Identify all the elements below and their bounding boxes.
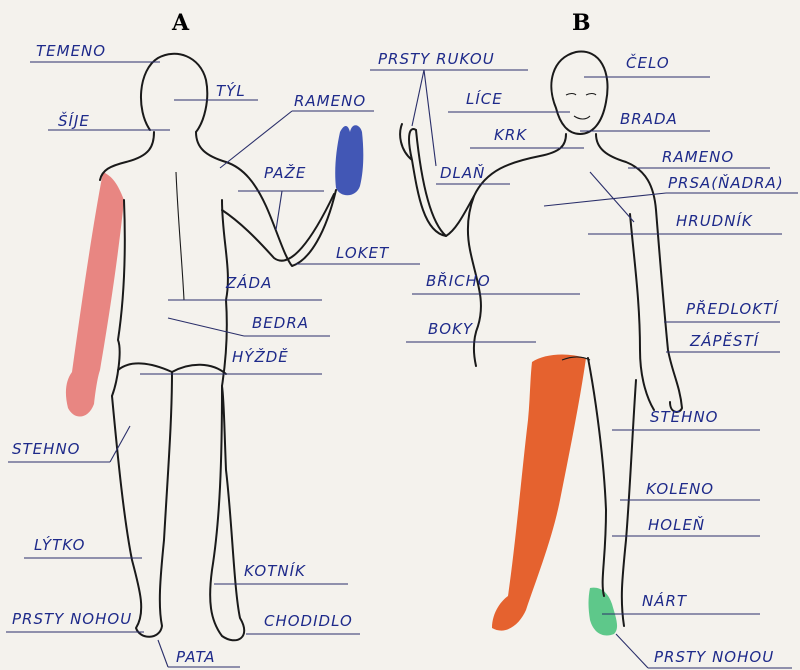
- label-tyl: TÝL: [216, 81, 246, 100]
- label-lytko: LÝTKO: [34, 535, 86, 554]
- label-holen: HOLEŇ: [648, 515, 705, 534]
- highlighted-arm-red: [66, 172, 124, 417]
- label-zada: ZÁDA: [225, 273, 272, 292]
- figure-a-right-leg: [112, 372, 172, 637]
- label-zapesti: ZÁPĚSTÍ: [689, 331, 760, 350]
- figure-a-left-side: [222, 200, 228, 386]
- figure-a-spine: [176, 172, 184, 300]
- label-sije: ŠÍJE: [58, 111, 90, 130]
- label-temeno: TEMENO: [36, 42, 106, 60]
- figure-a-left-leg: [210, 386, 244, 640]
- leader-prsa: [544, 193, 666, 206]
- label-prsa: PRSA(ŇADRA): [668, 173, 784, 192]
- figure-b-right-leg: [588, 358, 606, 596]
- label-brada: BRADA: [620, 110, 678, 128]
- label-kotnik: KOTNÍK: [244, 561, 306, 580]
- label-dlan: DLAŇ: [440, 163, 485, 182]
- label-hyzde: HÝŽDĚ: [232, 347, 289, 366]
- figure-a-left-inner-arm: [222, 194, 334, 261]
- figure-b-right-side: [630, 214, 654, 410]
- label-predlokti: PŘEDLOKTÍ: [686, 299, 779, 318]
- label-hrudnik: HRUDNÍK: [676, 211, 753, 230]
- label-paze: PAŽE: [264, 163, 306, 182]
- label-rameno-a: RAMENO: [294, 92, 366, 110]
- leader-prsty-rukou-pointer-2: [424, 70, 436, 166]
- label-prsty-nohou-b: PRSTY NOHOU: [654, 648, 774, 666]
- leader-paze-pointer: [276, 191, 282, 230]
- label-prsty-nohou-a: PRSTY NOHOU: [12, 610, 132, 628]
- highlighted-hand-blue: [335, 125, 363, 195]
- label-prsty-rukou: PRSTY RUKOU: [378, 50, 495, 68]
- leader-rameno-a: [220, 111, 292, 168]
- label-lice: LÍCE: [466, 89, 503, 108]
- figure-b-head: [551, 52, 607, 134]
- label-rameno-b: RAMENO: [662, 148, 734, 166]
- panel-letter-a: A: [171, 10, 190, 36]
- leader-bedra-pointer: [168, 318, 244, 336]
- figure-a-head: [141, 54, 207, 132]
- label-chodidlo: CHODIDLO: [264, 612, 353, 630]
- figure-b-face-features: [566, 94, 596, 120]
- label-krk: KRK: [494, 126, 527, 144]
- label-bedra: BEDRA: [252, 314, 309, 332]
- figure-a-torso-outline: [100, 132, 336, 266]
- panel-letter-b: B: [572, 10, 591, 36]
- leader-pata-pointer: [158, 640, 168, 667]
- label-stehno-b: STEHNO: [650, 408, 718, 426]
- leader-stehno-a-pointer: [110, 426, 130, 462]
- label-pata: PATA: [176, 648, 216, 666]
- label-nart: NÁRT: [642, 591, 688, 610]
- label-boky: BOKY: [428, 320, 474, 338]
- label-koleno: KOLENO: [646, 480, 714, 498]
- figure-a-back-view: [66, 54, 363, 641]
- label-bricho: BŘICHO: [426, 271, 491, 290]
- figure-b-right-leg-outer: [622, 380, 636, 626]
- leader-prsty-rukou-pointer-1: [412, 70, 424, 126]
- label-loket: LOKET: [336, 244, 390, 262]
- highlighted-leg-orange: [492, 355, 586, 631]
- label-stehno-a: STEHNO: [12, 440, 80, 458]
- figure-b-front-view: [400, 52, 682, 636]
- label-celo: ČELO: [626, 53, 670, 72]
- leader-prsty-nohou-b-pointer: [616, 634, 648, 668]
